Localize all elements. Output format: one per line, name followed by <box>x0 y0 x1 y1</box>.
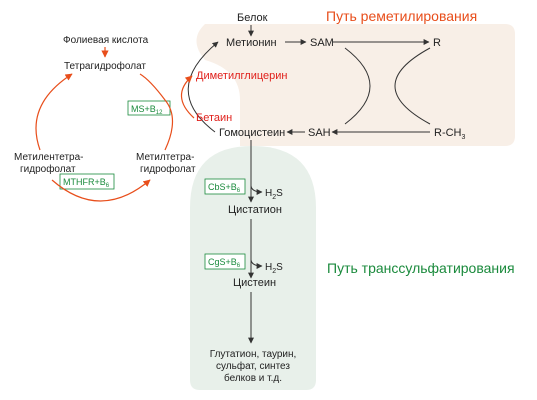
folate-cycle-bottom-arc <box>51 179 151 202</box>
protein-label: Белок <box>237 12 268 24</box>
folic-acid-label: Фолиевая кислота <box>63 35 149 46</box>
methyl-thf-label-2: гидрофолат <box>140 163 196 175</box>
h2s-label-2: H2S <box>265 262 283 275</box>
cbs-b6-box <box>204 178 246 195</box>
cbs-b6-label: CbS+B6 <box>208 182 241 194</box>
transsulfuration-title: Путь транссульфатирования <box>327 260 515 276</box>
h2s-label-1: H2S <box>265 188 283 201</box>
sam-label: SAM <box>310 37 334 49</box>
transsulfuration-region <box>190 146 316 390</box>
cysteine-label: Цистеин <box>233 277 276 289</box>
h2s-branch-1 <box>250 185 263 195</box>
betaine-arc <box>180 75 195 119</box>
sah-label: SAH <box>308 127 331 139</box>
cystathionine-label: Цистатион <box>228 204 282 216</box>
products-line-2: сульфат, синтез <box>216 360 290 372</box>
folate-cycle-right-arc <box>139 73 174 151</box>
betaine-label: Бетаин <box>196 112 232 124</box>
products-line-3: белков и т.д. <box>224 372 282 384</box>
methylene-thf-label-2: гидрофолат <box>20 163 76 175</box>
remethylation-title: Путь реметилирования <box>326 8 477 24</box>
homocysteine-label: Гомоцистеин <box>219 127 285 139</box>
remethylation-region <box>196 24 515 146</box>
folate-cycle-left-arc <box>35 73 73 151</box>
cgs-b6-box <box>204 253 246 270</box>
methionine-label: Метионин <box>226 37 277 49</box>
thf-label: Тетрагидрофолат <box>64 60 146 72</box>
mthfr-b6-label: MTHFR+B6 <box>63 177 110 189</box>
mthfr-b6-box <box>59 173 115 190</box>
methyl-thf-label-1: Метилтетра- <box>136 152 194 163</box>
methyl-transfer-arc-left <box>344 47 371 125</box>
r-label: R <box>433 37 441 49</box>
methyl-transfer-arc-right <box>394 47 431 125</box>
cgs-b6-label: CgS+B6 <box>208 257 241 269</box>
products-line-1: Глутатион, таурин, <box>210 349 297 360</box>
h2s-branch-2 <box>250 259 263 269</box>
ms-b12-label: MS+B12 <box>131 104 163 116</box>
dimethylglycine-label: Диметилглицерин <box>196 70 287 82</box>
r-ch3-label: R-CH3 <box>434 127 466 141</box>
remethylation-arc <box>187 41 219 133</box>
methylene-thf-label-1: Метилентетра- <box>14 152 84 163</box>
